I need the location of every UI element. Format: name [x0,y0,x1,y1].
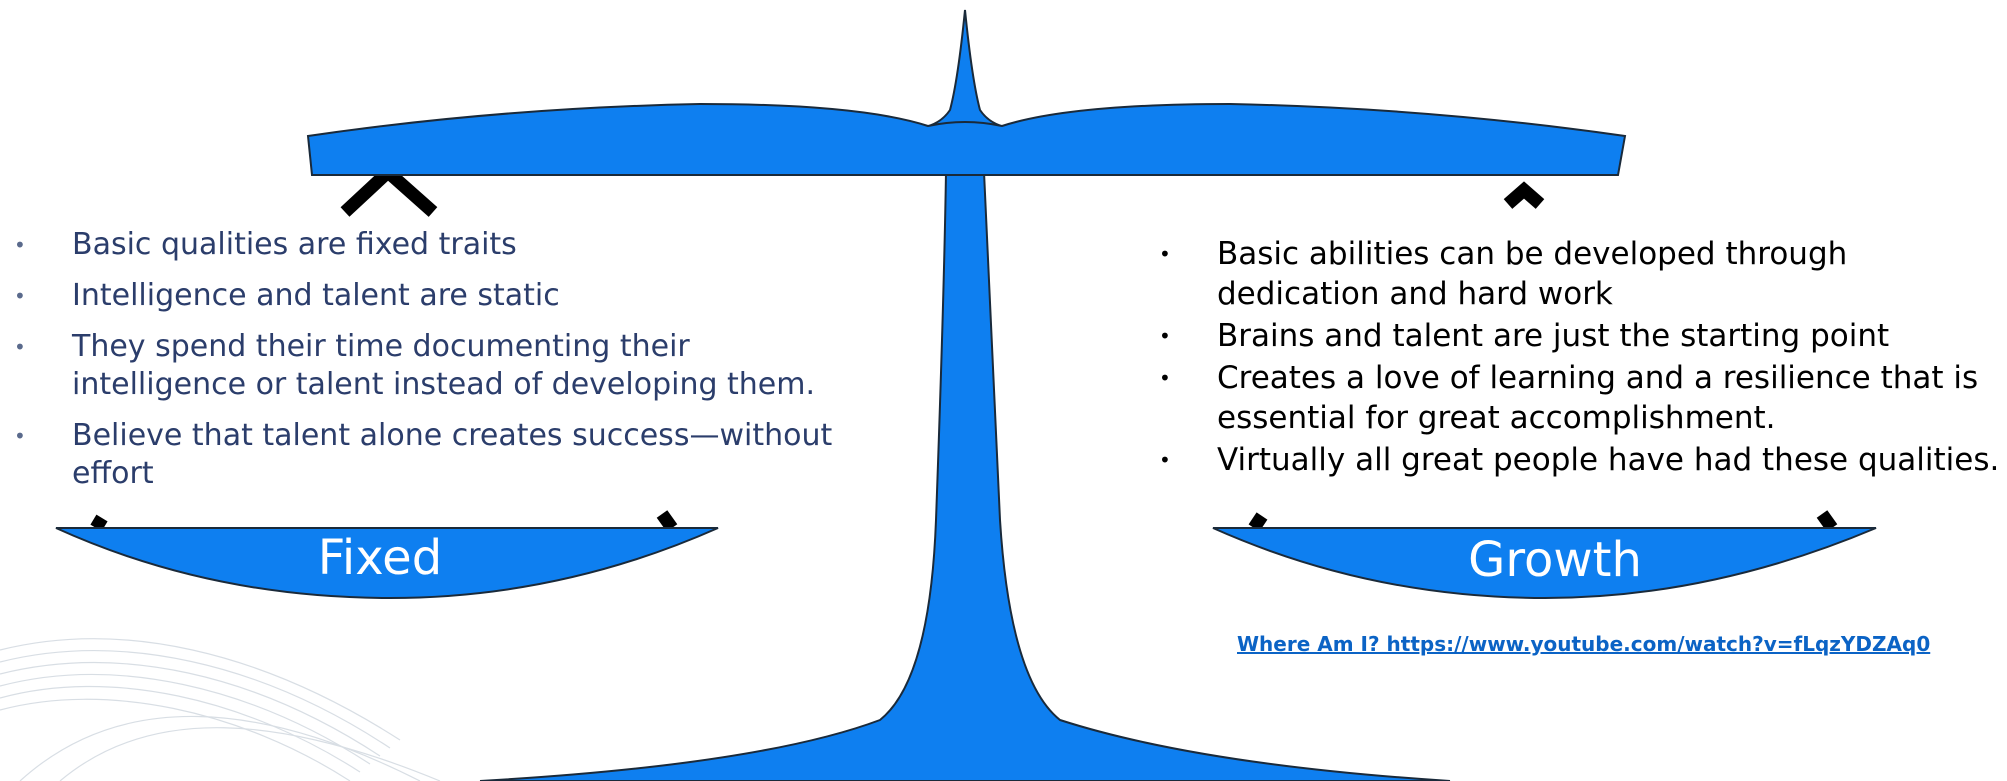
list-item: • Brains and talent are just the starting… [1145,316,2007,356]
growth-mindset-list: • Basic abilities can be developed throug… [1145,234,2007,482]
bullet-text: Creates a love of learning and a resilie… [1217,360,1979,436]
bullet-text: Basic qualities are fixed traits [72,227,517,262]
fixed-mindset-label: Fixed [317,530,443,586]
list-item: • Basic abilities can be developed throug… [1145,234,2007,314]
scale-beam [306,102,1627,176]
right-pan [1212,527,1877,600]
bullet-icon: • [14,424,26,448]
list-item: • Creates a love of learning and a resili… [1145,358,2007,438]
fixed-mindset-list: • Basic qualities are fixed traits • Intel… [0,226,860,506]
video-link-container: Where Am I? https://www.youtube.com/watc… [1237,628,2007,662]
bullet-icon: • [1159,242,1171,266]
growth-mindset-label: Growth [1468,532,1642,588]
bullet-text: Believe that talent alone creates succes… [72,418,833,491]
bullet-text: Basic abilities can be developed through… [1217,236,1848,312]
bullet-text: Virtually all great people have had thes… [1217,442,2000,478]
list-item: • Believe that talent alone creates succe… [0,417,860,493]
bullet-text: Brains and talent are just the starting … [1217,318,1890,354]
bullet-icon: • [14,335,26,359]
bullet-icon: • [1159,324,1171,348]
bullet-icon: • [14,284,26,308]
list-item: • Basic qualities are fixed traits [0,226,860,264]
bullet-text: They spend their time documenting their … [72,329,816,402]
bullet-icon: • [1159,366,1171,390]
list-item: • They spend their time documenting their… [0,328,860,404]
scale-pillar [479,171,1451,781]
list-item: • Virtually all great people have had the… [1145,440,2007,480]
left-pan [55,527,719,600]
right-pan-hangers [1248,181,1838,532]
scale-spike [919,9,1011,129]
list-item: • Intelligence and talent are static [0,277,860,315]
bullet-icon: • [14,233,26,257]
bullet-icon: • [1159,448,1171,472]
bullet-text: Intelligence and talent are static [72,278,560,313]
decorative-swoosh [0,638,441,781]
video-link[interactable]: Where Am I? https://www.youtube.com/watc… [1237,632,1931,656]
